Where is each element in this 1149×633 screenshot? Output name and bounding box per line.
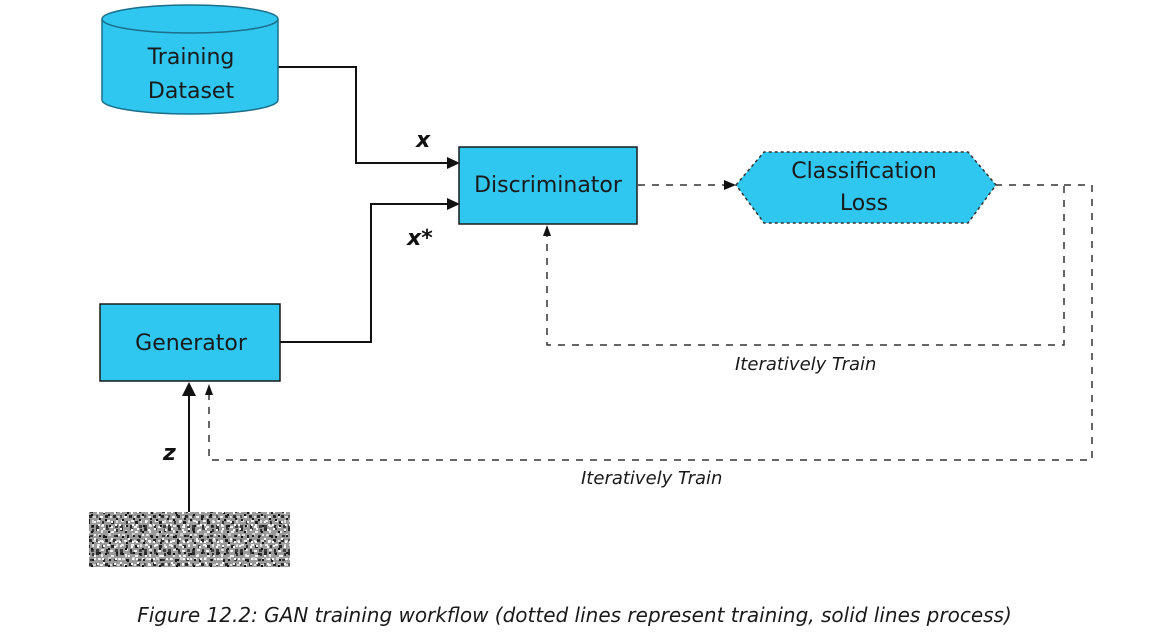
discriminator-node: Discriminator xyxy=(458,146,638,225)
edge-label-iteratively-train-discriminator: Iteratively Train xyxy=(735,354,876,375)
gan-workflow-diagram: Training Dataset Discriminator Classific… xyxy=(89,4,1093,567)
edge-dataset-to-discriminator xyxy=(278,66,449,164)
cylinder-body xyxy=(101,19,279,115)
classification-loss-hexagon xyxy=(735,151,997,224)
arrowhead-train-generator xyxy=(205,384,213,395)
arrowhead-train-discriminator xyxy=(543,225,551,236)
generator-box xyxy=(99,303,281,382)
arrowhead-x-star xyxy=(447,198,460,210)
classification-loss-label-line2: Loss xyxy=(840,191,888,216)
edge-generator-to-discriminator xyxy=(280,203,449,343)
arrowhead-x xyxy=(447,157,460,169)
generator-label: Generator xyxy=(135,331,248,356)
edge-loss-train-discriminator xyxy=(546,184,1065,346)
arrowhead-to-loss xyxy=(724,180,736,190)
arrowhead-z xyxy=(182,382,196,396)
discriminator-box xyxy=(458,146,638,225)
cylinder-top xyxy=(101,4,279,34)
edge-label-x: x xyxy=(415,128,431,153)
classification-loss-label-line1: Classification xyxy=(791,159,937,184)
training-dataset-label-line1: Training xyxy=(147,45,235,70)
discriminator-label: Discriminator xyxy=(474,173,623,198)
training-dataset-node: Training Dataset xyxy=(101,4,279,115)
edge-label-iteratively-train-generator: Iteratively Train xyxy=(581,468,722,489)
noise-image xyxy=(89,512,290,567)
generator-node: Generator xyxy=(99,303,281,382)
edge-label-z: z xyxy=(162,441,176,466)
training-dataset-label-line2: Dataset xyxy=(148,79,235,104)
figure-caption: Figure 12.2: GAN training workflow (dott… xyxy=(137,603,1012,627)
classification-loss-node: Classification Loss xyxy=(735,151,997,224)
edge-label-x-star: x* xyxy=(406,226,433,251)
edge-loss-train-generator xyxy=(208,184,1093,461)
